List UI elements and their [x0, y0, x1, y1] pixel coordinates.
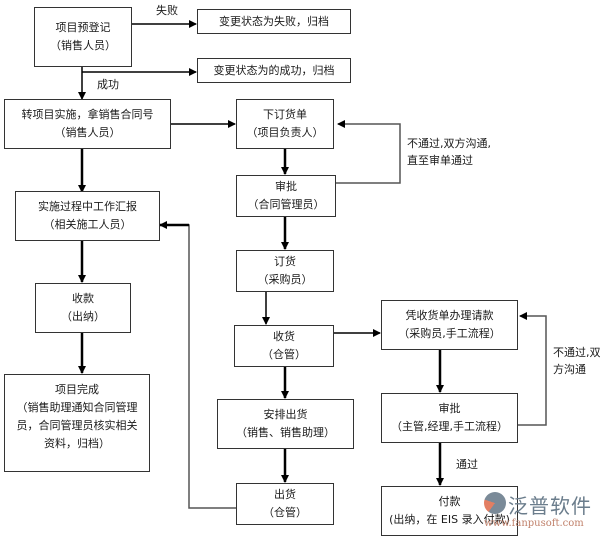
box-role: （项目负责人） [246, 126, 324, 139]
edge-label-reject-order-1: 不通过,双方沟通, [407, 137, 491, 150]
box-title: 审批 [275, 180, 297, 193]
fanpu-logo-icon [484, 492, 506, 514]
box-request-payment: 凭收货单办理请款 （采购员,手工流程） [381, 300, 518, 350]
box-work-report: 实施过程中工作汇报 （相关施工人员） [15, 191, 160, 241]
box-ship: 出货 （仓管） [236, 483, 334, 525]
box-pre-register: 项目预登记 （销售人员） [34, 7, 132, 67]
edge-label-reject-payment-1: 不通过,双 [553, 346, 601, 359]
box-title: 转项目实施，拿销售合同号 [21, 108, 154, 121]
box-title: 项目完成 [55, 383, 99, 396]
box-title: 审批 [438, 402, 461, 415]
box-role: （合同管理员） [247, 198, 325, 211]
edge-label-success: 成功 [97, 78, 119, 91]
box-approve-manager: 审批 （主管,经理,手工流程） [381, 393, 518, 443]
box-fail-archive: 变更状态为失败，归档 [197, 9, 351, 34]
box-purchase: 订货 （采购员） [236, 250, 334, 292]
box-title: 安排出货 [263, 408, 308, 421]
box-title: 变更状态为失败，归档 [219, 14, 329, 28]
watermark-brand: 泛普软件 [508, 494, 592, 518]
box-approve-contract: 审批 （合同管理员） [236, 175, 336, 217]
box-detail: 资料，归档） [44, 437, 110, 450]
edge-label-fail: 失败 [156, 4, 178, 17]
box-role: （销售人员） [54, 126, 121, 139]
box-to-implementation: 转项目实施，拿销售合同号 （销售人员） [4, 99, 171, 149]
box-title: 下订货单 [263, 108, 307, 121]
box-role: （主管,经理,手工流程） [391, 420, 508, 433]
box-title: 收货 [273, 330, 295, 343]
box-role: （出纳） [61, 310, 105, 323]
box-title: 项目预登记 [55, 21, 111, 34]
loop-reject-payment [517, 312, 547, 426]
box-role: （相关施工人员） [43, 218, 132, 231]
edge-label-reject-order-2: 直至审单通过 [407, 154, 473, 167]
box-title: 出货 [274, 488, 296, 501]
box-success-archive: 变更状态为的成功，归档 [197, 58, 351, 83]
box-role: （仓管） [263, 506, 307, 519]
box-title: 收款 [72, 292, 94, 305]
box-title: 订货 [274, 255, 296, 268]
box-title: 实施过程中工作汇报 [38, 200, 137, 213]
loop-reject-order [336, 120, 401, 184]
box-detail: 员，合同管理员核实相关 [16, 419, 138, 432]
box-arrange-shipment: 安排出货 （销售、销售助理） [217, 399, 354, 449]
box-place-order: 下订货单 （项目负责人） [236, 99, 334, 149]
box-project-complete: 项目完成 （销售助理通知合同管理 员，合同管理员核实相关 资料，归档） [4, 374, 150, 472]
box-collect-payment: 收款 （出纳） [35, 283, 131, 333]
box-role: （销售人员） [50, 39, 116, 52]
box-role: (出纳，在 EIS 录入付款) [389, 513, 510, 526]
edge-label-pass: 通过 [456, 458, 478, 471]
box-role: （采购员,手工流程） [398, 327, 501, 340]
box-role: （采购员） [257, 273, 313, 286]
box-receive-goods: 收货 （仓管） [234, 325, 334, 367]
box-title: 付款 [438, 495, 461, 508]
box-role: （销售、销售助理） [236, 426, 335, 439]
edge-label-reject-payment-2: 方沟通 [553, 363, 586, 376]
loop-ship-report [161, 224, 236, 509]
watermark: 泛普软件 www.fanpusoft.com [484, 490, 611, 539]
box-title: 凭收货单办理请款 [405, 309, 494, 322]
box-detail: （销售助理通知合同管理 [16, 401, 138, 414]
watermark-url: www.fanpusoft.com [484, 518, 584, 529]
box-title: 变更状态为的成功，归档 [213, 63, 335, 77]
box-role: （仓管） [262, 348, 306, 361]
